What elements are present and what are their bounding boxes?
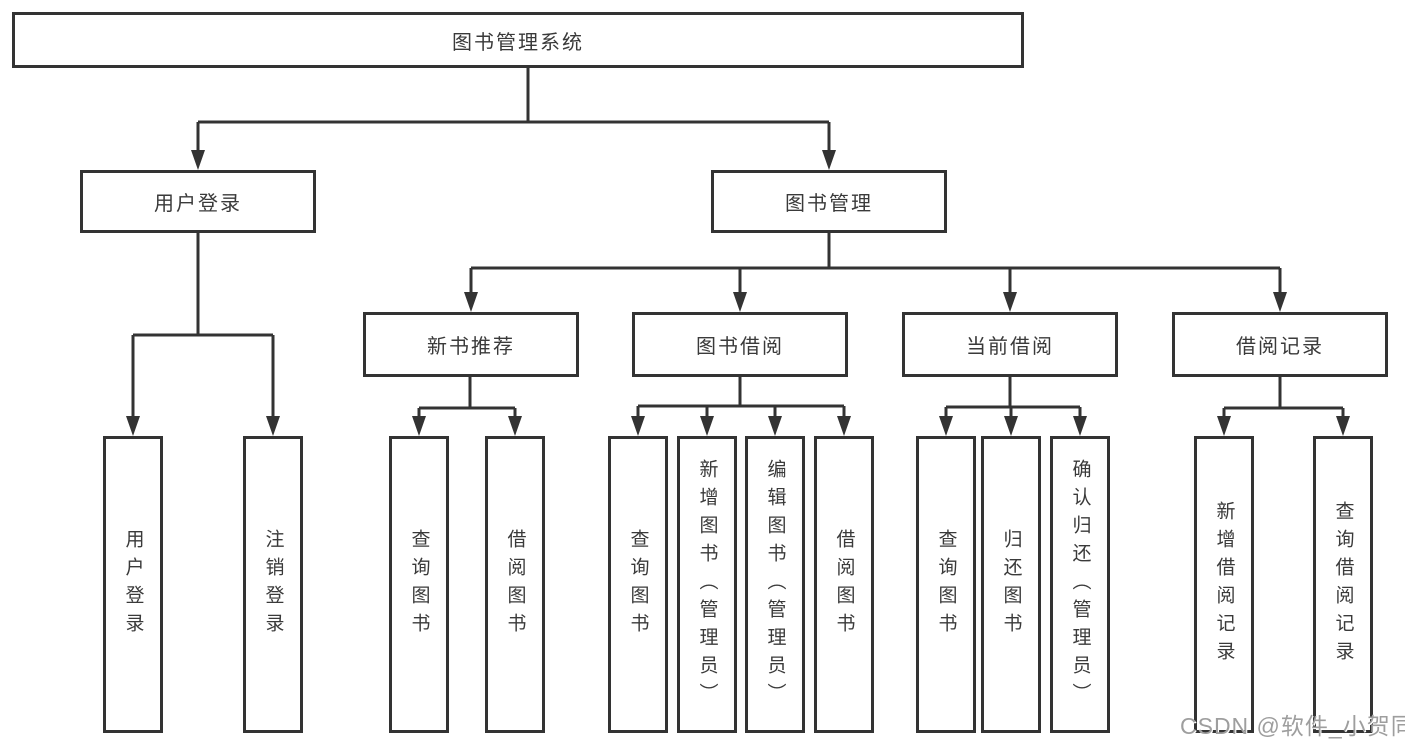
leaf-current-confirm-return-admin: 确认归还（管理员） (1050, 436, 1110, 733)
leaf-borrowing-borrow-books: 借阅图书 (814, 436, 874, 733)
arrowheads (126, 150, 1350, 436)
node-root: 图书管理系统 (12, 12, 1024, 68)
leaf-current-return-books: 归还图书 (981, 436, 1041, 733)
leaf-borrowing-add-books-admin: 新增图书（管理员） (677, 436, 737, 733)
leaf-recommend-query-books: 查询图书 (389, 436, 449, 733)
leaf-recommend-borrow-books: 借阅图书 (485, 436, 545, 733)
leaf-user-login: 用户登录 (103, 436, 163, 733)
leaf-records-add-record: 新增借阅记录 (1194, 436, 1254, 733)
node-book-management: 图书管理 (711, 170, 947, 233)
leaf-current-query-books: 查询图书 (916, 436, 976, 733)
tree-edges (131, 68, 1345, 419)
leaf-logout-login: 注销登录 (243, 436, 303, 733)
leaf-borrowing-edit-books-admin: 编辑图书（管理员） (745, 436, 805, 733)
leaf-records-query-record: 查询借阅记录 (1313, 436, 1373, 733)
node-book-borrowing: 图书借阅 (632, 312, 848, 377)
node-borrowing-records: 借阅记录 (1172, 312, 1388, 377)
node-current-borrowing: 当前借阅 (902, 312, 1118, 377)
leaf-borrowing-query-books: 查询图书 (608, 436, 668, 733)
node-new-book-recommendation: 新书推荐 (363, 312, 579, 377)
watermark: CSDN @软件_小贺同学 (1180, 713, 1405, 739)
node-user-login: 用户登录 (80, 170, 316, 233)
